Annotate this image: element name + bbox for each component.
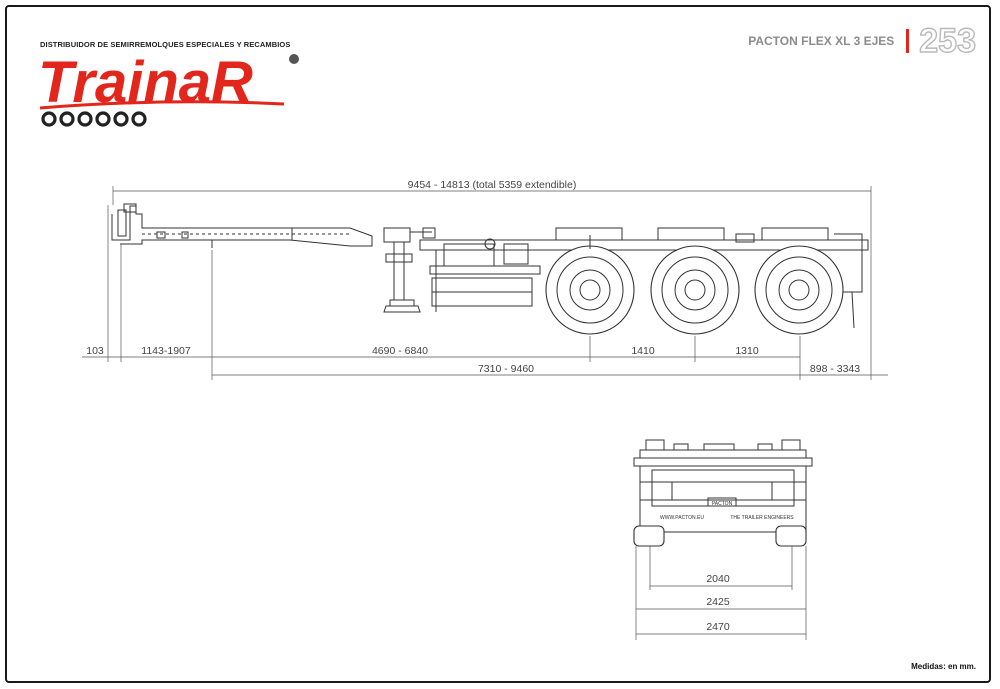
landing-gear bbox=[383, 227, 436, 313]
gooseneck bbox=[111, 203, 373, 248]
tires-icon bbox=[41, 111, 147, 127]
title-separator bbox=[906, 29, 910, 53]
wheel-1 bbox=[545, 235, 635, 335]
dim-103: 103 bbox=[86, 345, 104, 357]
dim-2425: 2425 bbox=[706, 596, 730, 608]
wheel-2 bbox=[650, 245, 740, 335]
dim-7310-9460: 7310 - 9460 bbox=[478, 363, 534, 375]
sheet-title: PACTON FLEX XL 3 EJES 253 bbox=[748, 22, 977, 60]
side-view: 9454 - 14813 (total 5359 extendible) bbox=[82, 179, 888, 380]
dim-2040: 2040 bbox=[706, 573, 730, 585]
trainar-logo: TrainaR bbox=[38, 50, 299, 127]
wheel-3 bbox=[754, 245, 844, 335]
sheet-frame bbox=[5, 5, 991, 683]
dim-4690-6840: 4690 - 6840 bbox=[372, 345, 428, 357]
units-note: Medidas: en mm. bbox=[911, 662, 976, 671]
dim-1143-1907: 1143-1907 bbox=[141, 345, 191, 357]
overall-length-label: 9454 - 14813 (total 5359 extendible) bbox=[408, 179, 577, 191]
dim-898-3343: 898 - 3343 bbox=[810, 363, 860, 375]
rear-plate-text: PACTON bbox=[712, 501, 733, 507]
company-tagline: DISTRIBUIDOR DE SEMIRREMOLQUES ESPECIALE… bbox=[40, 40, 291, 49]
rear-website-text: WWW.PACTON.EU bbox=[660, 515, 704, 521]
page-number: 253 bbox=[919, 22, 977, 60]
rear-view: PACTON WWW.PACTON.EU THE TRAILER ENGINEE… bbox=[633, 439, 813, 640]
dim-1410: 1410 bbox=[631, 345, 655, 357]
chassis bbox=[419, 227, 869, 329]
dim-2470: 2470 bbox=[706, 621, 730, 633]
rear-slogan-text: THE TRAILER ENGINEERS bbox=[730, 515, 794, 521]
model-name: PACTON FLEX XL 3 EJES bbox=[748, 34, 895, 48]
dim-1310: 1310 bbox=[735, 345, 759, 357]
